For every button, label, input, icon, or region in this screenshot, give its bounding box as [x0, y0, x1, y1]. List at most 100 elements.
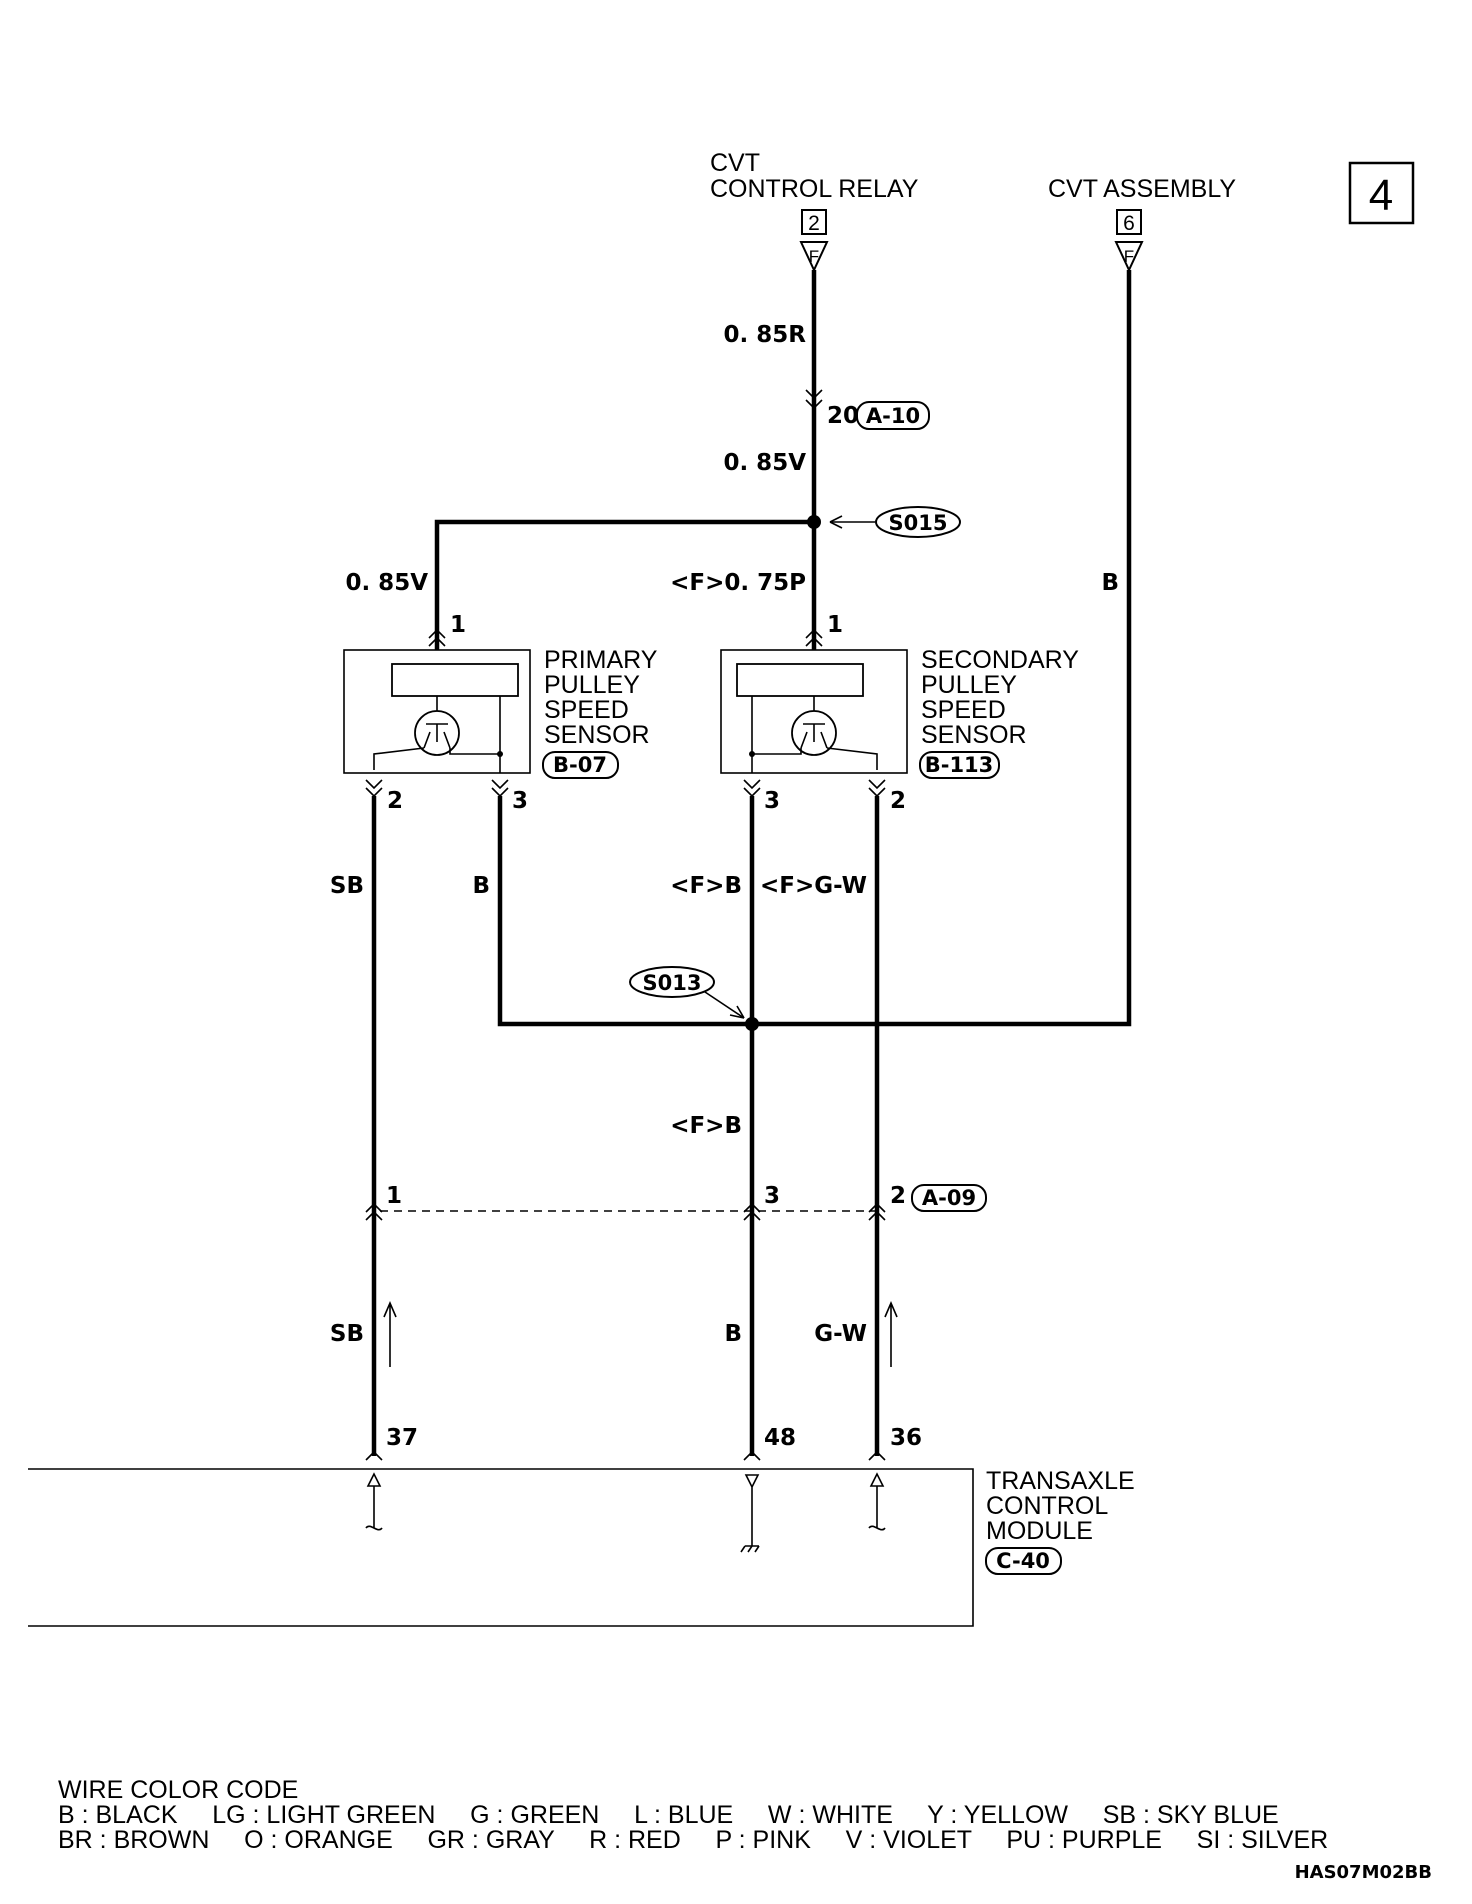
- secondary-sensor-label-2: PULLEY: [921, 671, 1017, 699]
- splice-s013-frame: [629, 966, 715, 998]
- wire-label-primary-supply: 0. 85V: [345, 570, 428, 596]
- a09-id: A-09: [922, 1186, 976, 1210]
- wire-label-primary-pin2: SB: [330, 873, 364, 899]
- primary-sensor-label-3: SPEED: [544, 696, 629, 724]
- secondary-connector-frame: [919, 751, 1000, 779]
- sb-signal-arrow: [383, 1300, 397, 1367]
- wire-label-tcm-gw: G-W: [814, 1321, 867, 1347]
- wire-primary-ground: [497, 796, 751, 1027]
- s013-pointer: [704, 991, 745, 1019]
- wire-label-tcm-b: B: [724, 1321, 742, 1347]
- secondary-sensor-label-1: SECONDARY: [921, 646, 1079, 674]
- a10-connector-chevron: [805, 389, 823, 410]
- tcm-ground-48-icon: [740, 1474, 760, 1553]
- a10-id-frame: [856, 401, 930, 430]
- s015-pointer-head: [829, 515, 843, 529]
- a09-chevron-2: [868, 1202, 886, 1221]
- primary-connector-id: B-07: [553, 753, 607, 777]
- tcm-box: [28, 1468, 974, 1627]
- primary-sensor-internal-wiring: [373, 696, 501, 770]
- tcm-input-37-icon: [365, 1472, 383, 1531]
- wire-label-secondary-pin3: <F>B: [670, 873, 742, 899]
- splice-s013-label: S013: [643, 971, 702, 995]
- a10-pin: 20: [827, 403, 859, 429]
- tcm-input-36-icon: [868, 1472, 886, 1531]
- cvt-assembly-connector-symbol: [1114, 241, 1144, 273]
- cvt-assembly-pin-box: [1116, 209, 1142, 235]
- wire-label-secondary-supply: <F>0. 75P: [670, 570, 806, 596]
- wire-label-relay-top: 0. 85R: [724, 322, 807, 348]
- tcm-label-3: MODULE: [986, 1517, 1093, 1545]
- splice-s013-node: [745, 1017, 759, 1031]
- primary-transistor-symbol: [423, 723, 451, 749]
- secondary-pin1: 1: [827, 612, 843, 638]
- primary-sensor-element: [391, 663, 519, 697]
- secondary-sensor-box: [720, 649, 908, 774]
- tcm-pin-37: 37: [386, 1425, 418, 1451]
- cvt-control-relay-label-2: CONTROL RELAY: [710, 175, 919, 203]
- wire-label-relay-bottom: 0. 85V: [723, 450, 806, 476]
- tcm-connector-frame: [985, 1547, 1062, 1575]
- secondary-sensor-internal-wiring: [751, 696, 878, 770]
- primary-pin3-chevron: [491, 779, 509, 798]
- tcm-chevron-37: [365, 1450, 383, 1461]
- relay-connector-letter: F: [809, 247, 819, 266]
- tcm-label-2: CONTROL: [986, 1492, 1108, 1520]
- figure-id: HAS07M02BB: [1295, 1862, 1432, 1883]
- secondary-pin1-chevron: [805, 628, 823, 647]
- primary-sensor-box: [343, 649, 531, 774]
- wire-primary-supply: [434, 519, 814, 650]
- primary-sensor-label-2: PULLEY: [544, 671, 640, 699]
- tcm-label-1: TRANSAXLE: [986, 1467, 1135, 1495]
- cvt-assembly-pin: 6: [1123, 212, 1135, 235]
- a09-id-frame: [911, 1184, 987, 1212]
- wire-label-primary-pin3: B: [472, 873, 490, 899]
- primary-sensor-label-1: PRIMARY: [544, 646, 658, 674]
- secondary-pin2: 2: [890, 788, 906, 814]
- a09-chevron-3: [743, 1202, 761, 1221]
- a10-id: A-10: [866, 404, 920, 428]
- primary-pin3: 3: [512, 788, 528, 814]
- cvt-assembly-connector-letter: F: [1124, 247, 1134, 266]
- tcm-pin-36: 36: [890, 1425, 922, 1451]
- page-number: 4: [1369, 171, 1393, 220]
- color-code-row-2: BR : BROWN O : ORANGE GR : GRAY R : RED …: [58, 1826, 1328, 1854]
- primary-pin2: 2: [387, 788, 403, 814]
- secondary-pin3-chevron: [743, 779, 761, 798]
- a09-pin-3: 3: [764, 1183, 780, 1209]
- tcm-pin-48: 48: [764, 1425, 796, 1451]
- secondary-transistor-symbol: [800, 723, 828, 749]
- secondary-pin2-chevron: [868, 779, 886, 798]
- relay-pin: 2: [808, 212, 820, 235]
- a09-pin-2: 2: [890, 1183, 906, 1209]
- wire-label-tcm-sb: SB: [330, 1321, 364, 1347]
- primary-connector-frame: [542, 751, 619, 779]
- a09-pin-1: 1: [386, 1183, 402, 1209]
- primary-pin1-chevron: [428, 628, 446, 647]
- tcm-chevron-48: [743, 1450, 761, 1461]
- cvt-assembly-label: CVT ASSEMBLY: [1048, 175, 1236, 203]
- page-number-box: [1348, 161, 1415, 225]
- relay-connector-symbol: [799, 241, 829, 273]
- primary-pin2-chevron: [365, 779, 383, 798]
- secondary-connector-id: B-113: [925, 753, 994, 777]
- tcm-connector-id: C-40: [996, 1549, 1050, 1573]
- secondary-sensor-label-4: SENSOR: [921, 721, 1027, 749]
- tcm-chevron-36: [868, 1450, 886, 1461]
- color-code-row-1: B : BLACK LG : LIGHT GREEN G : GREEN L :…: [58, 1801, 1279, 1829]
- cvt-control-relay-label-1: CVT: [710, 149, 760, 177]
- a09-chevron-1: [365, 1202, 383, 1221]
- s013-pointer-head: [729, 1005, 745, 1019]
- splice-s015-frame: [875, 506, 961, 538]
- color-code-title: WIRE COLOR CODE: [58, 1776, 298, 1804]
- primary-pin1: 1: [450, 612, 466, 638]
- wire-label-ground-trunk: <F>B: [670, 1113, 742, 1139]
- secondary-sensor-element: [736, 663, 864, 697]
- wire-label-cvt-ground: B: [1101, 570, 1119, 596]
- secondary-pin3: 3: [764, 788, 780, 814]
- gw-signal-arrow: [884, 1300, 898, 1367]
- secondary-sensor-label-3: SPEED: [921, 696, 1006, 724]
- wire-label-secondary-pin2: <F>G-W: [760, 873, 867, 899]
- relay-pin-box: [801, 209, 827, 235]
